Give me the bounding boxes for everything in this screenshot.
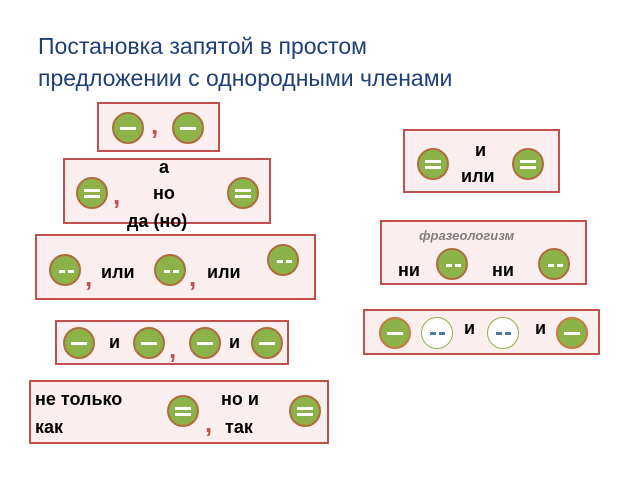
idiom-label: фразеологизм bbox=[419, 228, 515, 243]
title-line-2: предложении с однородными членами bbox=[38, 65, 453, 91]
conjunction-label: и bbox=[109, 332, 121, 352]
member-circle-empty bbox=[421, 317, 453, 349]
conjunction-label: и bbox=[475, 140, 487, 160]
member-circle bbox=[49, 254, 81, 286]
member-circle bbox=[251, 327, 283, 359]
title-line-1: Постановка запятой в простом bbox=[38, 33, 367, 59]
member-circle bbox=[154, 254, 186, 286]
pattern-box-repeated-ili: , или , или bbox=[35, 234, 316, 300]
member-circle bbox=[76, 177, 108, 209]
conjunction-label: но bbox=[153, 183, 175, 203]
member-circle bbox=[417, 148, 449, 180]
member-circle bbox=[436, 248, 468, 280]
comma-mark: , bbox=[169, 334, 177, 364]
conjunction-label: ни bbox=[492, 260, 514, 280]
conjunction-label: но и bbox=[221, 389, 259, 409]
conjunction-label: да (но) bbox=[127, 211, 188, 231]
conjunction-label: или bbox=[101, 262, 135, 282]
pattern-box-idiom: фразеологизм ни ни bbox=[380, 220, 587, 285]
member-circle bbox=[63, 327, 95, 359]
pattern-box-comma: , bbox=[97, 102, 220, 152]
comma-mark: , bbox=[205, 408, 213, 438]
conjunction-label: ни bbox=[398, 260, 420, 280]
member-circle-empty bbox=[487, 317, 519, 349]
comma-mark: , bbox=[85, 262, 93, 292]
member-circle bbox=[112, 112, 144, 144]
member-circle bbox=[133, 327, 165, 359]
pattern-box-paired-i: и , и bbox=[55, 320, 289, 365]
conjunction-label: а bbox=[159, 157, 170, 177]
pattern-box-adversative: , а но да (но) bbox=[63, 157, 271, 231]
conjunction-label: и bbox=[535, 318, 547, 338]
conjunction-label: как bbox=[35, 417, 64, 437]
comma-mark: , bbox=[113, 180, 121, 210]
conjunction-label: не только bbox=[35, 389, 123, 409]
member-circle bbox=[167, 395, 199, 427]
conjunction-label: или bbox=[461, 166, 495, 186]
conjunction-label: так bbox=[225, 417, 253, 437]
member-circle bbox=[512, 148, 544, 180]
page-title: Постановка запятой в простом предложении… bbox=[38, 30, 618, 94]
pattern-box-double-conjunction: не только как , но и так bbox=[29, 380, 329, 444]
member-circle bbox=[267, 244, 299, 276]
member-circle bbox=[289, 395, 321, 427]
conjunction-label: и bbox=[464, 318, 476, 338]
pattern-box-repeated-i: и и bbox=[363, 309, 600, 355]
member-circle bbox=[189, 327, 221, 359]
member-circle bbox=[556, 317, 588, 349]
member-circle bbox=[227, 177, 259, 209]
member-circle bbox=[379, 317, 411, 349]
member-circle bbox=[172, 112, 204, 144]
member-circle bbox=[538, 248, 570, 280]
pattern-box-single-conjunction: и или bbox=[403, 129, 560, 193]
conjunction-label: и bbox=[229, 332, 241, 352]
comma-mark: , bbox=[189, 262, 197, 292]
conjunction-label: или bbox=[207, 262, 241, 282]
comma-mark: , bbox=[151, 110, 159, 140]
